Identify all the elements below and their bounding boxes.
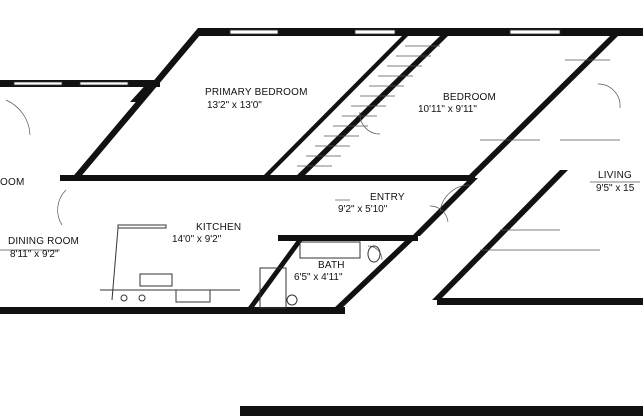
door-swings xyxy=(5,83,621,261)
walls xyxy=(0,28,643,416)
wall-bath-left xyxy=(246,236,306,310)
stairs xyxy=(297,45,440,167)
room-labels: PRIMARY BEDROOM 13'2" x 13'0" BEDROOM 10… xyxy=(0,87,635,283)
wall-bath-top xyxy=(278,235,418,241)
wall-living-left xyxy=(432,170,568,300)
misc-lines xyxy=(0,59,640,251)
dining-room-dims: 8'11" x 9'2" xyxy=(10,249,59,260)
wall-left-corner xyxy=(130,80,160,102)
wall-bedroom-living xyxy=(464,36,618,180)
wall-stair-left xyxy=(259,36,408,180)
kitchen-dims: 14'0" x 9'2" xyxy=(172,234,222,245)
window xyxy=(229,29,279,35)
partial-room-name: OOM xyxy=(0,177,25,188)
window xyxy=(79,81,129,86)
kitchen-fixtures xyxy=(100,224,287,309)
primary-bedroom-dims: 13'2" x 13'0" xyxy=(207,100,262,111)
window xyxy=(13,81,63,86)
wall-bath-right xyxy=(332,236,418,310)
entry-dims: 9'2" x 5'10" xyxy=(338,204,388,215)
wall-primary-left xyxy=(70,28,206,180)
bedroom-dims: 10'11" x 9'11" xyxy=(418,104,477,115)
door-swing xyxy=(367,245,383,261)
burner xyxy=(138,294,146,302)
windows xyxy=(13,29,561,86)
sink xyxy=(139,273,173,287)
toilet xyxy=(367,245,381,263)
wall-bottom xyxy=(0,307,345,314)
living-dims: 9'5" x 15 xyxy=(596,183,635,194)
tub xyxy=(299,241,361,259)
wall-entry-right xyxy=(412,178,478,236)
sink-bowl xyxy=(286,294,298,306)
counter-edge xyxy=(111,227,119,301)
wall-middle xyxy=(60,175,475,181)
wall-stair-right xyxy=(292,36,448,180)
dining-room-name: DINING ROOM xyxy=(8,236,79,247)
door-swing xyxy=(429,205,449,223)
wall-living-bottom xyxy=(437,298,643,305)
door-swing xyxy=(359,111,381,135)
living-name: LIVING xyxy=(598,170,632,181)
door-swing xyxy=(439,184,471,213)
wall-lower-strip xyxy=(240,406,643,416)
door-swing xyxy=(597,83,621,109)
door-swing xyxy=(5,99,31,136)
door-swing xyxy=(57,189,67,226)
kitchen-name: KITCHEN xyxy=(196,222,241,233)
bath-dims: 6'5" x 4'11" xyxy=(294,272,343,283)
window xyxy=(509,29,561,35)
window xyxy=(354,29,396,35)
bath-fixtures xyxy=(286,241,381,306)
burner xyxy=(120,294,128,302)
bedroom-name: BEDROOM xyxy=(443,92,496,103)
entry-name: ENTRY xyxy=(370,192,405,203)
counter xyxy=(117,224,167,229)
bath-name: BATH xyxy=(318,260,345,271)
primary-bedroom-name: PRIMARY BEDROOM xyxy=(205,87,308,98)
range xyxy=(175,289,211,303)
cabinet xyxy=(259,267,287,309)
